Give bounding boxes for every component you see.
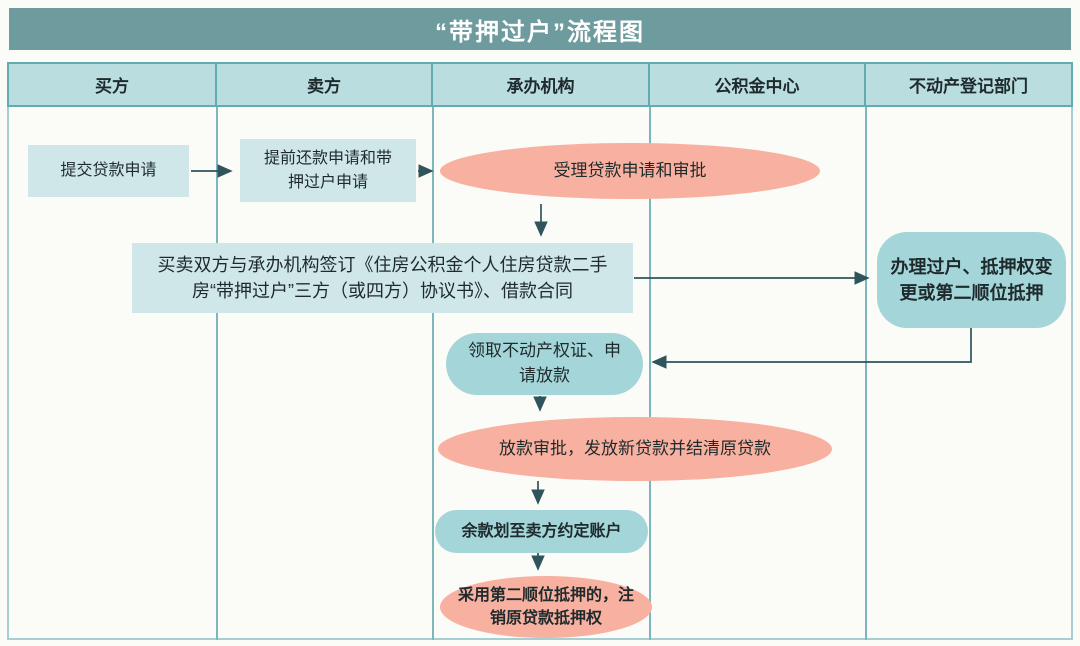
title-bar: “带押过户”流程图 — [9, 8, 1071, 50]
node-submit-loan-application: 提交贷款申请 — [28, 145, 189, 197]
node-label: 提交贷款申请 — [60, 162, 157, 180]
node-registration-transfer: 办理过户、抵押权变 更或第二顺位抵押 — [877, 232, 1066, 328]
node-accept-and-approve: 受理贷款申请和审批 — [440, 143, 820, 199]
lane-header-row: 买方 卖方 承办机构 公积金中心 不动产登记部门 — [7, 62, 1073, 107]
node-obtain-certificate-request-disbursement: 领取不动产权证、申 请放款 — [446, 333, 643, 395]
node-disbursement-approval: 放款审批，发放新贷款并结清原贷款 — [438, 417, 832, 481]
node-prepay-and-transfer-application: 提前还款申请和带 押过户申请 — [240, 139, 416, 202]
column-header-label: 买方 — [95, 77, 129, 96]
column-header-label: 卖方 — [307, 77, 341, 96]
node-label: 采用第二顺位抵押的，注 销原贷款抵押权 — [457, 586, 634, 627]
node-label: 余款划至卖方约定账户 — [461, 522, 622, 540]
lane-divider — [865, 107, 867, 640]
node-transfer-balance-to-seller: 余款划至卖方约定账户 — [435, 510, 648, 553]
node-label: 放款审批，发放新贷款并结清原贷款 — [499, 438, 771, 458]
lane-divider — [649, 107, 651, 640]
column-header-provident-fund-center: 公积金中心 — [650, 64, 866, 105]
column-header-label: 承办机构 — [506, 77, 575, 96]
lane-divider — [432, 107, 434, 640]
column-header-label: 不动产登记部门 — [909, 77, 1028, 96]
page-title: “带押过户”流程图 — [435, 18, 645, 46]
node-sign-agreement: 买卖双方与承办机构签订《住房公积金个人住房贷款二手 房“带押过户”三方（或四方）… — [132, 243, 633, 313]
node-label: 提前还款申请和带 押过户申请 — [263, 150, 392, 191]
column-header-buyer: 买方 — [9, 64, 217, 105]
column-header-handling-institution: 承办机构 — [433, 64, 650, 105]
lane-divider — [216, 107, 218, 640]
node-label: 领取不动产权证、申 请放款 — [468, 341, 621, 385]
node-label: 受理贷款申请和审批 — [553, 160, 707, 180]
node-cancel-original-mortgage: 采用第二顺位抵押的，注 销原贷款抵押权 — [440, 576, 652, 638]
column-header-label: 公积金中心 — [714, 77, 800, 96]
node-label: 买卖双方与承办机构签订《住房公积金个人住房贷款二手 房“带押过户”三方（或四方）… — [157, 254, 608, 301]
column-header-real-estate-registration: 不动产登记部门 — [866, 64, 1071, 105]
node-label: 办理过户、抵押权变 更或第二顺位抵押 — [890, 256, 1053, 303]
column-header-seller: 卖方 — [217, 64, 433, 105]
